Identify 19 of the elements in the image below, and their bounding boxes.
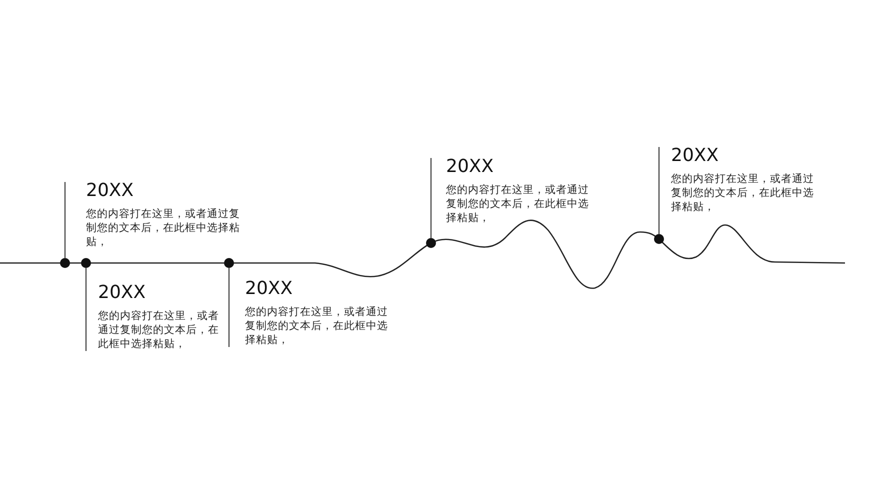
description-text: 您的内容打在这里，或者通过复制您的文本后，在此框中选择粘贴， xyxy=(86,207,241,249)
year-heading: 20XX xyxy=(446,156,495,178)
timeline-dot xyxy=(60,258,70,268)
leader-line xyxy=(64,182,66,258)
timeline-dot xyxy=(426,238,436,248)
leader-line xyxy=(658,146,660,234)
year-heading: 20XX xyxy=(86,180,135,202)
timeline-dot xyxy=(224,258,234,268)
timeline-dot xyxy=(81,258,91,268)
year-heading: 20XX xyxy=(671,145,720,167)
timeline-dot xyxy=(654,234,664,244)
year-heading: 20XX xyxy=(245,278,294,300)
description-text: 您的内容打在这里，或者通过复制您的文本后，在此框中选择粘贴， xyxy=(245,305,389,347)
year-heading: 20XX xyxy=(98,282,147,304)
leader-line xyxy=(228,268,230,348)
description-text: 您的内容打在这里，或者通过复制您的文本后，在此框中选择粘贴， xyxy=(671,172,815,214)
description-text: 您的内容打在这里，或者通过复制您的文本后，在此框中选择粘贴， xyxy=(98,309,220,351)
description-text: 您的内容打在这里，或者通过复制您的文本后，在此框中选择粘贴， xyxy=(446,183,590,225)
leader-line xyxy=(430,158,432,238)
